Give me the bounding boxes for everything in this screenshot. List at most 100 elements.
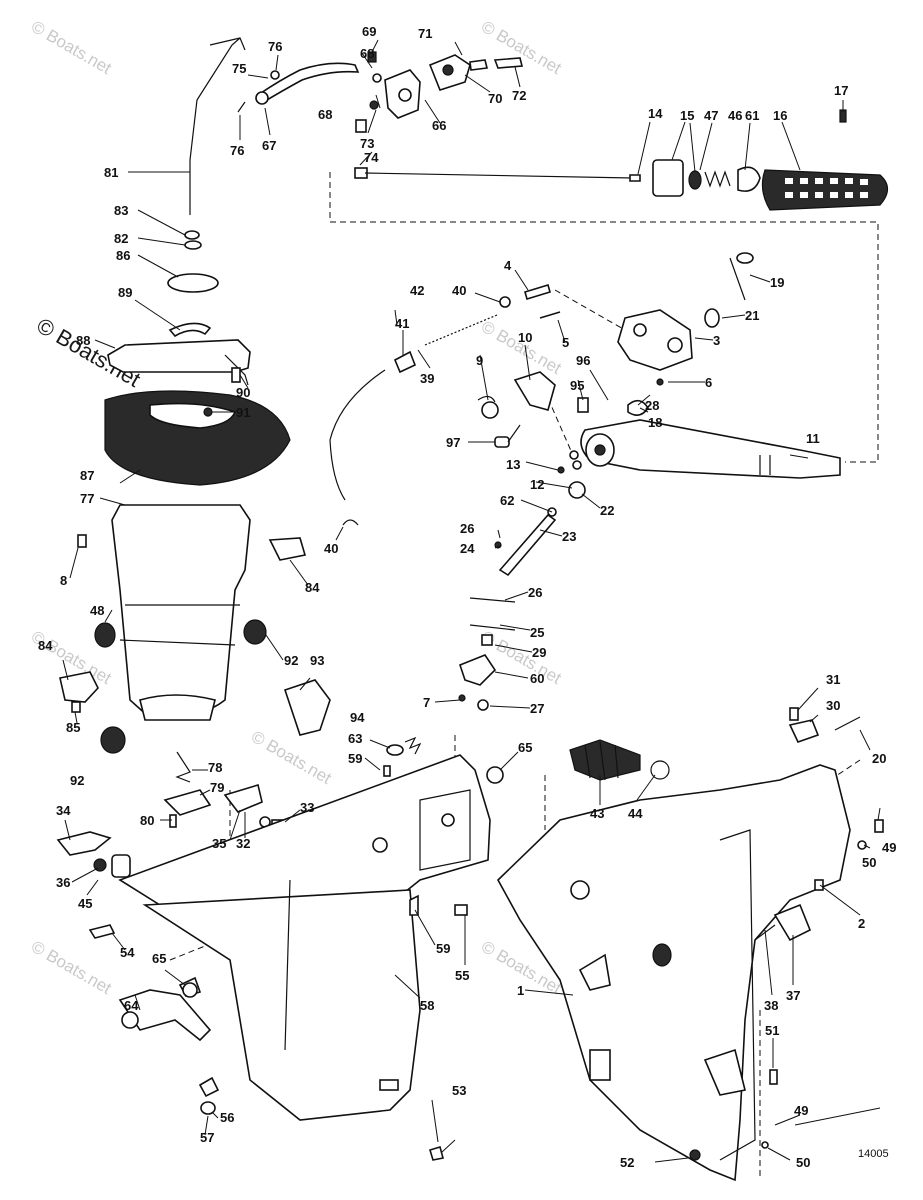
watermark: © Boats.net — [248, 727, 335, 788]
callout-label: 69 — [362, 24, 376, 39]
callout-label: 43 — [590, 806, 604, 821]
callout-label: 88 — [76, 333, 90, 348]
callout-label: 65 — [518, 740, 532, 755]
callout-label: 90 — [236, 385, 250, 400]
callout-label: 37 — [786, 988, 800, 1003]
callout-label: 49 — [882, 840, 896, 855]
callout-label: 66 — [432, 118, 446, 133]
callout-label: 1 — [517, 983, 524, 998]
callout-label: 38 — [764, 998, 778, 1013]
callout-label: 40 — [324, 541, 338, 556]
callout-label: 62 — [500, 493, 514, 508]
callout-label: 61 — [745, 108, 759, 123]
callout-label: 59 — [436, 941, 450, 956]
callout-label: 3 — [713, 333, 720, 348]
callout-label: 24 — [460, 541, 475, 556]
callout-label: 74 — [364, 150, 379, 165]
callout-label: 59 — [348, 751, 362, 766]
callout-label: 52 — [620, 1155, 634, 1170]
callout-label: 16 — [773, 108, 787, 123]
callout-label: 68 — [360, 46, 374, 61]
callout-label: 27 — [530, 701, 544, 716]
callout-label: 41 — [395, 316, 409, 331]
callout-label: 95 — [570, 378, 584, 393]
watermark: © Boats.net — [478, 17, 565, 78]
callout-label: 18 — [648, 415, 662, 430]
callout-label: 57 — [200, 1130, 214, 1145]
throttle-link — [458, 507, 557, 711]
watermark: © Boats.net — [28, 17, 115, 78]
callout-label: 5 — [562, 335, 569, 350]
callout-labels: 1 2 3 4 5 6 7 8 9 10 11 12 13 14 15 16 1… — [38, 24, 896, 1170]
callout-label: 4 — [504, 258, 512, 273]
callout-label: 94 — [350, 710, 365, 725]
callout-label: 64 — [124, 998, 139, 1013]
callout-label: 28 — [645, 398, 659, 413]
callout-label: 30 — [826, 698, 840, 713]
callout-label: 71 — [418, 26, 432, 41]
grip-texture — [785, 178, 868, 198]
callout-label: 84 — [305, 580, 320, 595]
callout-label: 51 — [765, 1023, 779, 1038]
callout-label: 58 — [420, 998, 434, 1013]
callout-label: 82 — [114, 231, 128, 246]
callout-label: 10 — [518, 330, 532, 345]
callout-label: 56 — [220, 1110, 234, 1125]
callout-label: 34 — [56, 803, 71, 818]
watermark: © Boats.net — [28, 937, 115, 998]
callout-label: 9 — [476, 353, 483, 368]
callout-label: 92 — [284, 653, 298, 668]
callout-label: 96 — [576, 353, 590, 368]
callout-label: 97 — [446, 435, 460, 450]
callout-label: 73 — [360, 136, 374, 151]
callout-label: 70 — [488, 91, 502, 106]
exhaust-housing — [59, 230, 331, 754]
callout-label: 65 — [152, 951, 166, 966]
callout-label: 78 — [208, 760, 222, 775]
callout-label: 85 — [66, 720, 80, 735]
callout-label: 68 — [318, 107, 332, 122]
callout-label: 7 — [423, 695, 430, 710]
callout-label: 48 — [90, 603, 104, 618]
callout-label: 77 — [80, 491, 94, 506]
callout-label: 23 — [562, 529, 576, 544]
hose-and-springs — [329, 283, 589, 526]
callout-label: 80 — [140, 813, 154, 828]
right-lower-cowl — [497, 707, 884, 1182]
callout-label: 8 — [60, 573, 67, 588]
callout-label: 2 — [858, 916, 865, 931]
callout-label: 25 — [530, 625, 544, 640]
callout-label: 20 — [872, 751, 886, 766]
figure-number: 14005 — [858, 1148, 889, 1160]
callout-label: 32 — [236, 836, 250, 851]
lower-plate — [56, 751, 289, 878]
misc-small-parts — [182, 736, 422, 998]
callout-label: 33 — [300, 800, 314, 815]
shift-linkage — [189, 37, 524, 215]
callout-label: 53 — [452, 1083, 466, 1098]
callout-label: 39 — [420, 371, 434, 386]
callout-label: 87 — [80, 468, 94, 483]
callout-label: 75 — [232, 61, 246, 76]
callout-label: 47 — [704, 108, 718, 123]
callout-label: 14 — [648, 106, 663, 121]
watermark: © Boats.net — [478, 317, 565, 378]
callout-label: 76 — [230, 143, 244, 158]
callout-label: 67 — [262, 138, 276, 153]
leader-lines — [62, 39, 881, 1163]
callout-label: 31 — [826, 672, 840, 687]
callout-label: 15 — [680, 108, 694, 123]
callout-label: 35 — [212, 836, 226, 851]
callout-label: 72 — [512, 88, 526, 103]
callout-label: 26 — [528, 585, 542, 600]
callout-label: 19 — [770, 275, 784, 290]
callout-label: 54 — [120, 945, 135, 960]
callout-label: 50 — [862, 855, 876, 870]
callout-label: 46 — [728, 108, 742, 123]
left-lower-cowl — [88, 754, 504, 1161]
callout-label: 76 — [268, 39, 282, 54]
callout-label: 36 — [56, 875, 70, 890]
callout-label: 60 — [530, 671, 544, 686]
rod-and-grip — [354, 109, 889, 211]
